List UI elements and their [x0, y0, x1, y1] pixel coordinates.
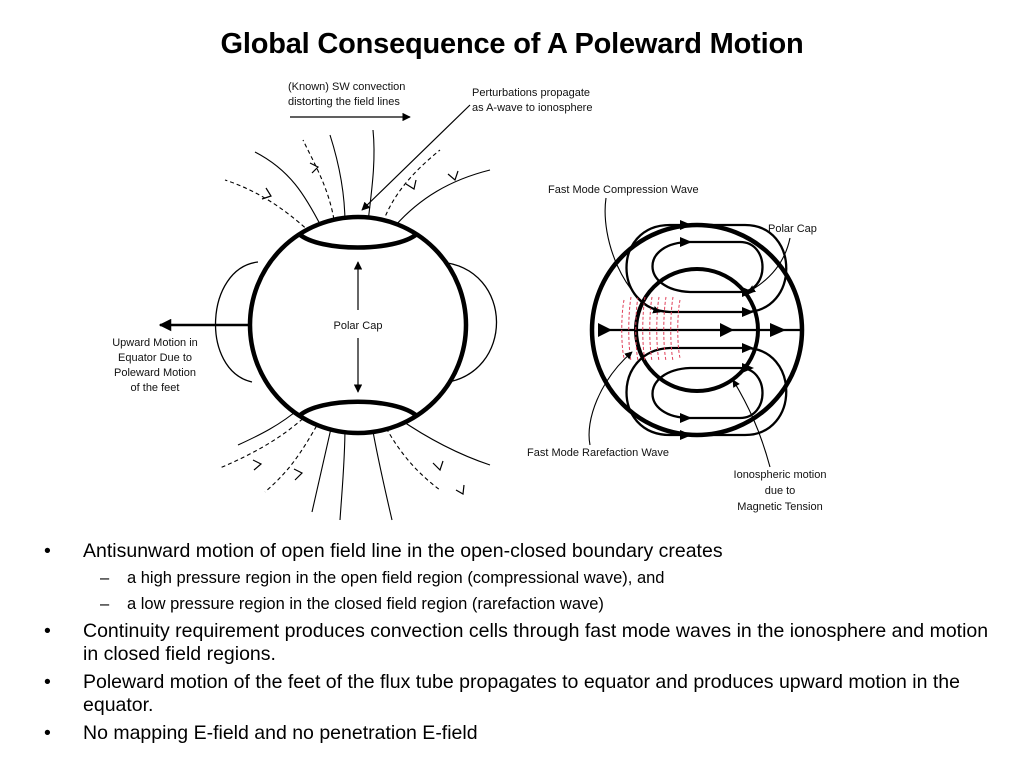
- bullet-list: Antisunward motion of open field line in…: [44, 540, 1004, 750]
- figure: (Known) SW convection distorting the fie…: [112, 81, 826, 521]
- rarefaction-leader: [588, 351, 633, 446]
- bullet-4: No mapping E-field and no penetration E-…: [44, 722, 1004, 745]
- right-diagram: Fast Mode Compression Wave Polar Cap Fas…: [527, 184, 826, 513]
- fast-mode-waves: [621, 296, 681, 362]
- label-upward-3: Poleward Motion: [114, 367, 196, 379]
- earth-circle: [247, 214, 469, 436]
- label-upward-4: of the feet: [131, 382, 180, 394]
- label-polar-cap-left: Polar Cap: [334, 320, 383, 332]
- bottom-line-chevrons: [252, 459, 465, 495]
- bullet-1: Antisunward motion of open field line in…: [44, 540, 1004, 563]
- top-field-lines: [224, 129, 491, 233]
- perturb-arrow: [361, 104, 471, 211]
- south-cap-arc: [297, 399, 419, 418]
- label-compression-wave: Fast Mode Compression Wave: [548, 184, 699, 196]
- bullet-1-sub-1: a high pressure region in the open field…: [44, 568, 1004, 589]
- bullet-2: Continuity requirement produces convecti…: [44, 620, 1004, 666]
- north-cap-arc: [297, 232, 419, 250]
- cell-arrows: [680, 220, 754, 440]
- label-upward-1: Upward Motion in: [112, 337, 198, 349]
- label-perturb-2: as A-wave to ionosphere: [472, 102, 592, 114]
- bullet-3: Poleward motion of the feet of the flux …: [44, 671, 1004, 717]
- upper-convection-cells: [625, 223, 788, 314]
- label-perturb-1: Perturbations propagate: [472, 87, 590, 99]
- label-iono-2: due to: [765, 485, 796, 497]
- label-iono-3: Magnetic Tension: [737, 501, 822, 513]
- lower-convection-cells: [625, 346, 788, 437]
- bottom-field-lines: [219, 407, 491, 521]
- label-iono-1: Ionospheric motion: [734, 469, 827, 481]
- right-lobe: [439, 261, 498, 384]
- polar-cap-leader: [747, 237, 791, 293]
- label-convection-2: distorting the field lines: [288, 96, 400, 108]
- compression-leader: [604, 197, 661, 314]
- top-line-chevrons: [261, 162, 459, 200]
- left-lobe: [214, 261, 259, 383]
- label-upward-2: Equator Due to: [118, 352, 192, 364]
- label-polar-cap-right: Polar Cap: [768, 223, 817, 235]
- central-flow-arrows: [598, 323, 786, 337]
- label-convection-1: (Known) SW convection: [288, 81, 405, 93]
- slide-title: Global Consequence of A Poleward Motion: [220, 28, 804, 60]
- left-diagram: (Known) SW convection distorting the fie…: [112, 81, 592, 521]
- iono-leader: [732, 379, 771, 468]
- bullet-1-sub-2: a low pressure region in the closed fiel…: [44, 594, 1004, 615]
- label-rarefaction-wave: Fast Mode Rarefaction Wave: [527, 447, 669, 459]
